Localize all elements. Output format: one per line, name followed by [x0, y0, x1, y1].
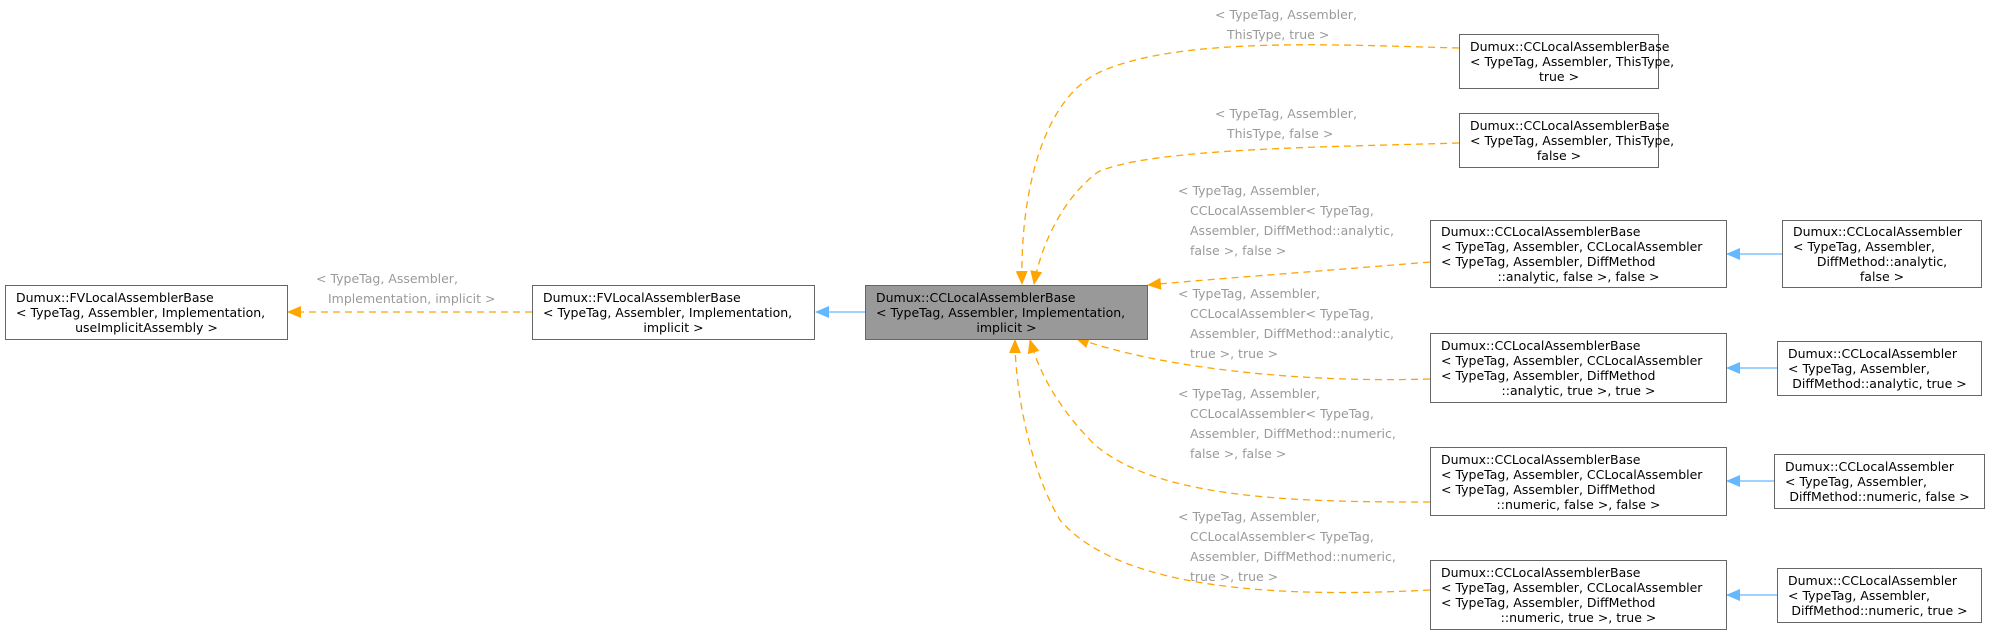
edge-analytic-true	[1075, 336, 1431, 381]
node-cc-assembler-numeric-true[interactable]: Dumux::CCLocalAssembler < TypeTag, Assem…	[1777, 568, 1982, 623]
edge-label-thistype-false: < TypeTag, Assembler, ThisType, false >	[1215, 106, 1357, 141]
edge-thistype-true	[1015, 44, 1460, 285]
node-cc-assembler-analytic-true[interactable]: Dumux::CCLocalAssembler < TypeTag, Assem…	[1777, 341, 1982, 396]
edge-label-analytic-false: < TypeTag, Assembler, CCLocalAssembler< …	[1178, 183, 1394, 258]
edge-label-numeric-false: < TypeTag, Assembler, CCLocalAssembler< …	[1178, 386, 1396, 461]
edge-label-implicit-assembly: < TypeTag, Assembler, Implementation, im…	[316, 271, 496, 306]
node-cc-base-numeric-true[interactable]: Dumux::CCLocalAssemblerBase < TypeTag, A…	[1430, 560, 1727, 630]
edge-label-analytic-true: < TypeTag, Assembler, CCLocalAssembler< …	[1178, 286, 1394, 361]
node-cc-assembler-analytic-false[interactable]: Dumux::CCLocalAssembler < TypeTag, Assem…	[1782, 220, 1982, 288]
node-fv-local-assembler-base-implicit-assembly[interactable]: Dumux::FVLocalAssemblerBase < TypeTag, A…	[5, 285, 288, 340]
node-cc-assembler-numeric-false[interactable]: Dumux::CCLocalAssembler < TypeTag, Assem…	[1774, 454, 1985, 509]
edge-label-numeric-true: < TypeTag, Assembler, CCLocalAssembler< …	[1178, 509, 1396, 584]
node-fv-local-assembler-base-implicit[interactable]: Dumux::FVLocalAssemblerBase < TypeTag, A…	[532, 285, 815, 340]
node-cc-base-numeric-false[interactable]: Dumux::CCLocalAssemblerBase < TypeTag, A…	[1430, 447, 1727, 516]
node-cc-base-thistype-true[interactable]: Dumux::CCLocalAssemblerBase < TypeTag, A…	[1459, 34, 1674, 89]
node-cc-base-analytic-false[interactable]: Dumux::CCLocalAssemblerBase < TypeTag, A…	[1430, 220, 1727, 288]
edge-numeric-false	[1027, 339, 1431, 503]
node-cc-base-analytic-true[interactable]: Dumux::CCLocalAssemblerBase < TypeTag, A…	[1430, 333, 1727, 403]
edge-analytic-false	[1147, 261, 1431, 290]
edge-numeric-true	[1009, 339, 1431, 594]
edge-label-thistype-true: < TypeTag, Assembler, ThisType, true >	[1215, 7, 1357, 42]
edge-thistype-false	[1030, 142, 1460, 285]
node-cc-local-assembler-base-focus[interactable]: Dumux::CCLocalAssemblerBase < TypeTag, A…	[865, 285, 1148, 340]
node-cc-base-thistype-false[interactable]: Dumux::CCLocalAssemblerBase < TypeTag, A…	[1459, 113, 1674, 168]
